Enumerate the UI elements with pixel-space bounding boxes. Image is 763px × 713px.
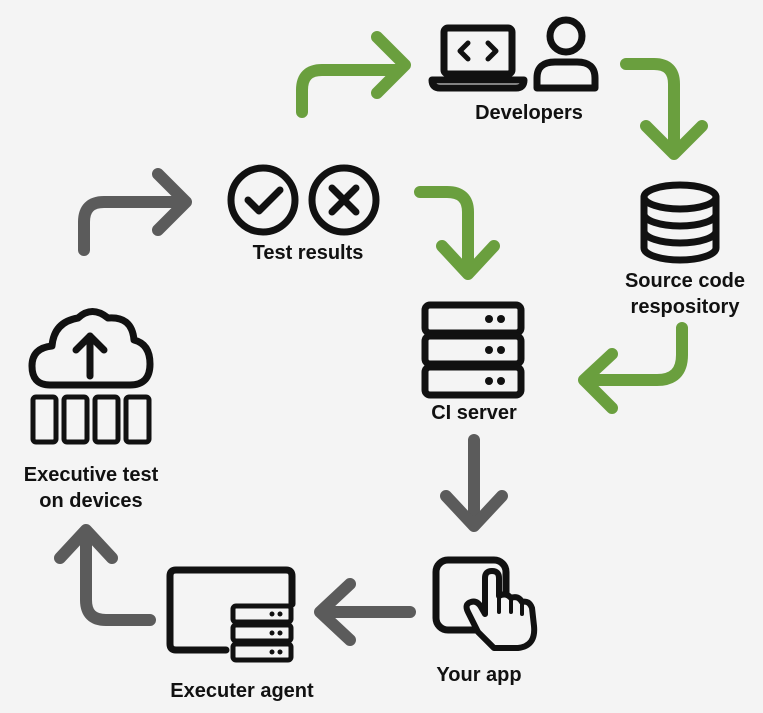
arrow-agent-to-devices <box>54 524 156 626</box>
database-icon <box>640 181 720 264</box>
executive-test-label-line2: on devices <box>39 490 143 512</box>
test-results-label: Test results <box>252 242 364 264</box>
cloud-upload-icon <box>28 308 154 389</box>
developers-label: Developers <box>475 102 583 124</box>
executive-test-label: Executive test on devices <box>6 462 176 514</box>
source-repo-label-line2: respository <box>630 296 740 318</box>
arrow-developers-to-repo <box>620 58 708 160</box>
source-repo-label-line1: Source code <box>624 270 746 292</box>
source-repo-label: Source code respository <box>605 268 763 320</box>
monitor-server-icon <box>166 566 296 663</box>
arrow-ci-to-app <box>440 434 508 532</box>
ci-server-label: CI server <box>431 402 517 424</box>
touch-app-icon <box>432 556 538 651</box>
arrow-results-to-ci <box>414 186 500 280</box>
arrow-repo-to-ci <box>578 322 688 414</box>
server-icon <box>421 301 525 399</box>
laptop-code-icon <box>428 24 528 92</box>
check-circle-icon <box>227 164 299 236</box>
arrow-app-to-agent <box>314 578 416 646</box>
arrow-results-to-developers <box>296 31 411 118</box>
your-app-label: Your app <box>436 664 522 686</box>
mobile-devices-icon <box>30 394 152 445</box>
executer-agent-label: Executer agent <box>170 680 314 702</box>
x-circle-icon <box>308 164 380 236</box>
developer-person-icon <box>533 16 599 92</box>
executive-test-label-line1: Executive test <box>23 464 159 486</box>
arrow-devices-to-results <box>78 168 192 256</box>
